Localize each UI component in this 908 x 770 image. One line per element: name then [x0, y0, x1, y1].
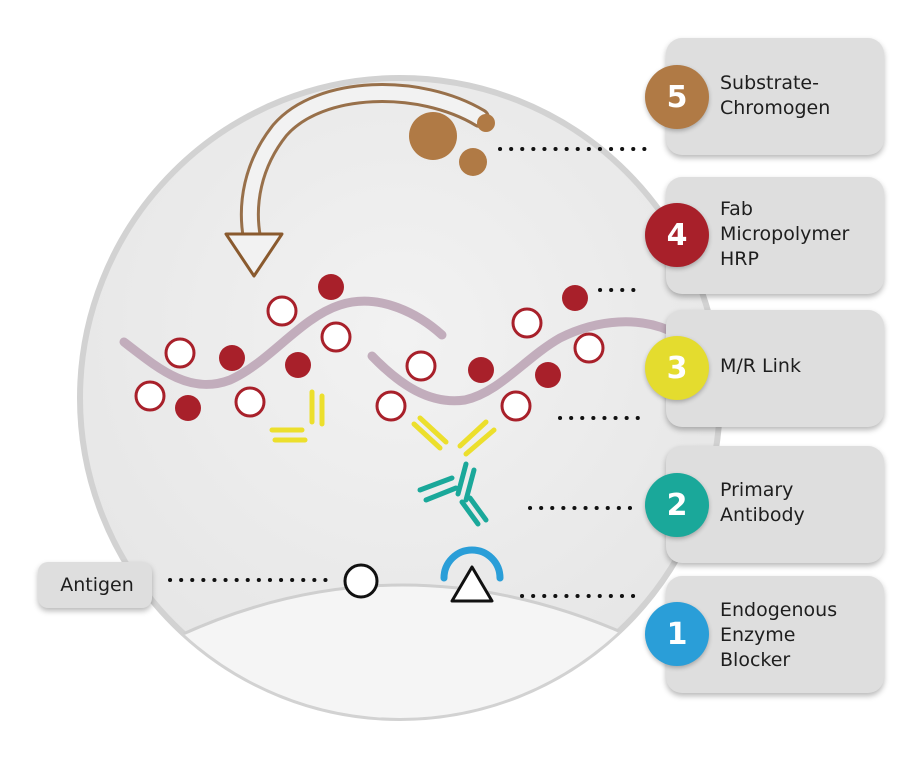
primary-antibody — [417, 461, 489, 527]
antigen-triangle-icon — [450, 565, 494, 603]
antigen-label: Antigen — [60, 574, 134, 596]
step-4-line-3: HRP — [720, 248, 759, 270]
hrp-open-dots — [134, 295, 605, 422]
step-badge-3: 3 — [645, 336, 709, 400]
antigen-card — [38, 562, 152, 608]
step-5-line-1: Substrate- — [720, 72, 819, 94]
polymer-backbone-right — [367, 317, 673, 406]
step-badge-2: 2 — [645, 473, 709, 537]
step-label-4: Fab Micropolymer HRP — [720, 197, 849, 272]
hrp-filled-dots — [175, 274, 588, 421]
leader-lines — [168, 147, 654, 598]
step-label-3: M/R Link — [720, 354, 801, 379]
step-2-line-1: Primary — [720, 479, 794, 501]
blocker-arc — [440, 546, 504, 582]
step-1-line-3: Blocker — [720, 649, 791, 671]
curved-arrow-icon — [224, 83, 490, 278]
polymer-backbone-left — [119, 296, 447, 389]
step-1-line-1: Endogenous — [720, 599, 838, 621]
step-badge-4: 4 — [645, 203, 709, 267]
link-antibody-left — [269, 389, 325, 443]
step-badge-5: 5 — [645, 65, 709, 129]
step-2-line-2: Antibody — [720, 504, 805, 526]
link-antibody-center — [411, 415, 497, 457]
chromogen-dots-icon — [409, 112, 495, 176]
antigen-circle-icon — [343, 563, 379, 599]
step-4-line-1: Fab — [720, 198, 753, 220]
step-label-2: Primary Antibody — [720, 478, 805, 528]
step-5-line-2: Chromogen — [720, 97, 831, 119]
step-label-1: Endogenous Enzyme Blocker — [720, 598, 837, 673]
step-3-line-1: M/R Link — [720, 355, 801, 377]
step-1-line-2: Enzyme — [720, 624, 796, 646]
step-label-5: Substrate- Chromogen — [720, 71, 830, 121]
step-4-line-2: Micropolymer — [720, 223, 850, 245]
step-badge-1: 1 — [645, 602, 709, 666]
